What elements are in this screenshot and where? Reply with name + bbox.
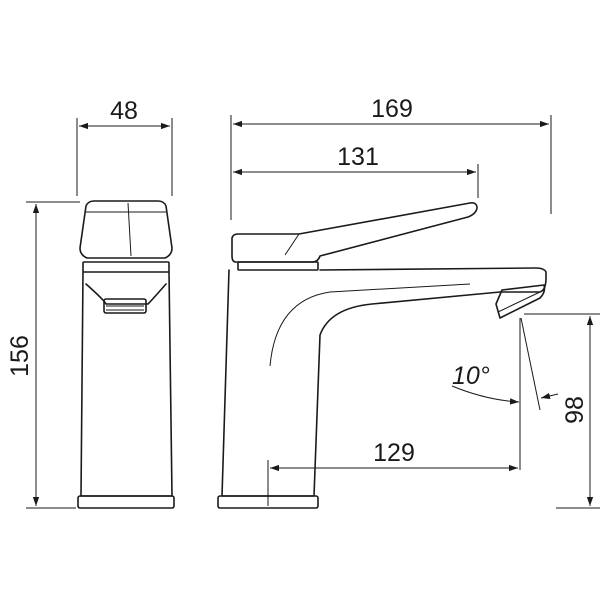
side-aerator-housing xyxy=(85,283,167,305)
label-48: 48 xyxy=(110,97,138,125)
angle-arc-right xyxy=(540,392,559,400)
side-handle xyxy=(79,200,173,259)
angle-ray xyxy=(520,317,541,411)
front-spout-contour xyxy=(269,283,471,367)
label-131: 131 xyxy=(337,143,379,171)
label-156: 156 xyxy=(6,335,34,377)
label-98: 98 xyxy=(561,396,589,424)
side-aerator xyxy=(103,298,147,314)
side-handle-crease xyxy=(127,202,132,257)
side-aerator-mesh xyxy=(106,305,144,311)
dimension-labels: 48 169 131 156 98 129 10° xyxy=(6,95,589,467)
front-lever-crease xyxy=(284,233,300,256)
front-cap xyxy=(237,261,319,271)
dimensions xyxy=(26,115,600,509)
side-base xyxy=(77,495,175,509)
label-129: 129 xyxy=(373,439,415,467)
label-169: 169 xyxy=(371,95,413,123)
label-angle: 10° xyxy=(452,362,490,390)
side-view xyxy=(77,200,175,509)
front-view xyxy=(217,202,547,509)
side-collar xyxy=(82,261,170,273)
front-aerator-line xyxy=(497,291,541,313)
angle-arc xyxy=(451,385,520,405)
front-body-spout xyxy=(221,267,547,497)
front-lever xyxy=(231,202,478,263)
front-aerator xyxy=(495,284,546,319)
